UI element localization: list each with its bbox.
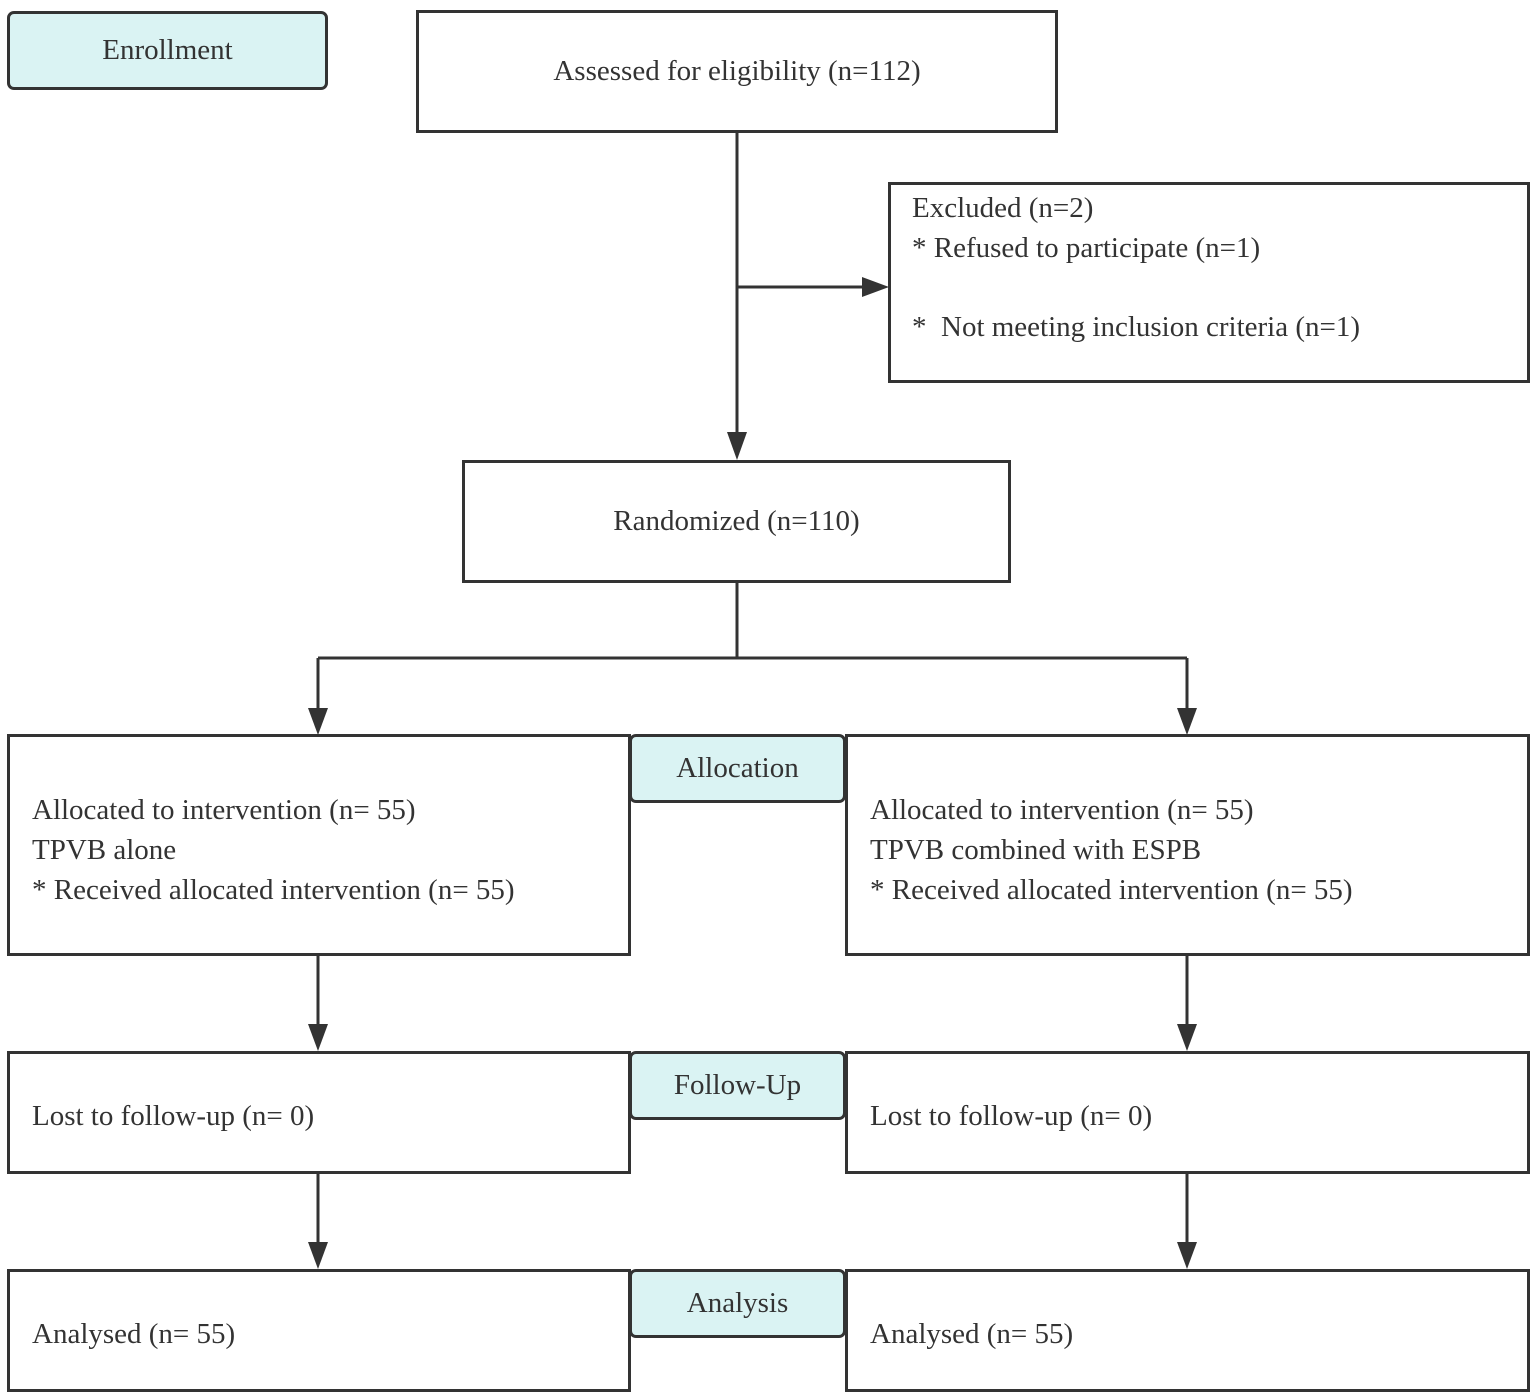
excluded-item-not-meeting: * Not meeting inclusion criteria (n=1) [912,311,1361,343]
assessed-label: Assessed for eligibility (n=112) [553,55,921,87]
arrow-head-right-allocation [1177,708,1197,735]
left-lost-label: Lost to follow-up (n= 0) [32,1100,315,1132]
stage-follow-up-label: Follow-Up [673,1069,802,1101]
randomized-box: Randomized (n=110) [462,460,1011,583]
right-analysis-box: Analysed (n= 55) [845,1269,1530,1392]
left-allocated-label: Allocated to intervention (n= 55) [32,794,416,826]
left-group-label: TPVB alone [32,834,177,866]
excluded-box: Excluded (n=2) * Refused to participate … [888,182,1530,383]
right-allocated-label: Allocated to intervention (n= 55) [870,794,1254,826]
right-analysed-label: Analysed (n= 55) [870,1318,1074,1350]
arrow-head-right-analysis [1177,1242,1197,1269]
stage-allocation: Allocation [629,734,846,803]
assessed-box: Assessed for eligibility (n=112) [416,10,1058,133]
right-followup-box: Lost to follow-up (n= 0) [845,1051,1530,1174]
arrow-head-left-analysis [308,1242,328,1269]
left-followup-box: Lost to follow-up (n= 0) [7,1051,631,1174]
stage-enrollment: Enrollment [7,11,328,90]
arrow-head-left-followup [308,1024,328,1051]
stage-enrollment-label: Enrollment [102,34,233,66]
stage-allocation-label: Allocation [676,752,799,784]
left-analysed-label: Analysed (n= 55) [32,1318,236,1350]
arrow-head-right-followup [1177,1024,1197,1051]
excluded-title: Excluded (n=2) [912,192,1094,224]
right-group-label: TPVB combined with ESPB [870,834,1202,866]
stage-analysis-label: Analysis [686,1287,789,1319]
left-analysis-box: Analysed (n= 55) [7,1269,631,1392]
left-allocation-box: Allocated to intervention (n= 55) TPVB a… [7,734,631,956]
left-received-label: * Received allocated intervention (n= 55… [32,874,515,906]
right-allocation-box: Allocated to intervention (n= 55) TPVB c… [845,734,1530,956]
right-lost-label: Lost to follow-up (n= 0) [870,1100,1153,1132]
arrow-head-excluded [862,277,889,297]
right-received-label: * Received allocated intervention (n= 55… [870,874,1353,906]
arrow-head-left-allocation [308,708,328,735]
stage-follow-up: Follow-Up [629,1051,846,1120]
randomized-label: Randomized (n=110) [613,505,860,537]
arrow-head-randomized [727,432,747,460]
stage-analysis: Analysis [629,1269,846,1338]
excluded-item-refused: * Refused to participate (n=1) [912,232,1261,264]
